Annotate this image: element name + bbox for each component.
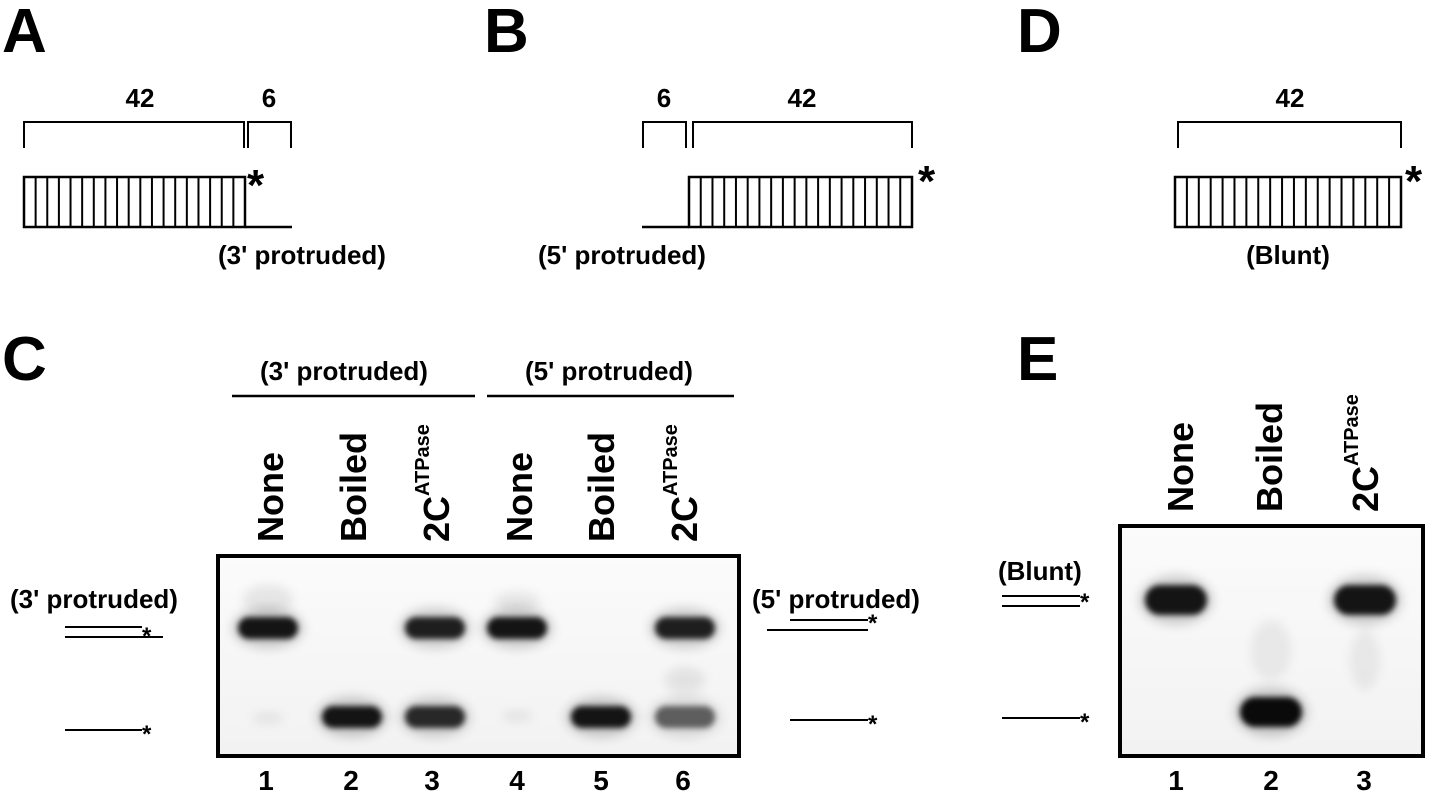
lane-number: 2 bbox=[343, 765, 359, 796]
right-marker-label: (5' protruded) bbox=[752, 584, 920, 614]
panel-e: E None Boiled 2CATPase 1 2 3 (Blunt) * * bbox=[998, 325, 1425, 796]
lane-number: 1 bbox=[258, 765, 274, 796]
gel-frame bbox=[1118, 524, 1425, 758]
label-star: * bbox=[918, 157, 936, 206]
gel-band bbox=[1145, 585, 1207, 615]
band-smear bbox=[253, 713, 283, 723]
duplex-dna-box bbox=[22, 175, 247, 229]
lane-label-boiled: Boiled bbox=[1249, 402, 1290, 512]
panel-d: D 42 * (Blunt) bbox=[1017, 0, 1423, 270]
lane-label-2c-atpase: 2CATPase bbox=[1341, 394, 1386, 512]
gel-band bbox=[655, 706, 715, 728]
gel-band bbox=[322, 706, 382, 728]
duplex-outline bbox=[1173, 175, 1403, 229]
gel-band bbox=[571, 706, 631, 728]
gel-band bbox=[405, 617, 465, 639]
lane-number: 4 bbox=[509, 765, 525, 796]
band-smear bbox=[243, 585, 293, 615]
lane-number: 5 bbox=[593, 765, 609, 796]
duplex-length-label: 42 bbox=[126, 83, 155, 113]
overhang-length-label: 6 bbox=[657, 83, 671, 113]
lane-number: 6 bbox=[675, 765, 691, 796]
duplex-dna-box bbox=[687, 175, 914, 229]
label-star: * bbox=[247, 161, 265, 210]
left-marker-label: (3' protruded) bbox=[10, 584, 178, 614]
gel-band bbox=[405, 706, 465, 728]
structure-label: (Blunt) bbox=[1246, 240, 1330, 270]
duplex-bracket bbox=[23, 121, 245, 148]
marker-star: * bbox=[1080, 709, 1090, 736]
duplex-length-label: 42 bbox=[1276, 83, 1305, 113]
lane-number: 3 bbox=[424, 765, 440, 796]
gel-bands bbox=[232, 585, 721, 738]
group-label-3prime: (3' protruded) bbox=[260, 356, 428, 386]
band-smear bbox=[1251, 620, 1291, 680]
structure-label: (3' protruded) bbox=[218, 240, 386, 270]
duplex-length-label: 42 bbox=[788, 83, 817, 113]
structure-label: (5' protruded) bbox=[538, 240, 706, 270]
panel-c: C (3' protruded) (5' protruded) None Boi… bbox=[2, 325, 920, 796]
panel-letter-b: B bbox=[484, 0, 529, 66]
gel-band bbox=[487, 617, 547, 639]
duplex-bracket bbox=[692, 121, 913, 148]
group-label-5prime: (5' protruded) bbox=[525, 356, 693, 386]
overhang-bracket bbox=[247, 121, 292, 148]
duplex-dna-box bbox=[1173, 175, 1403, 229]
marker-star: * bbox=[142, 721, 152, 748]
lane-label-2c-atpase: 2CATPase bbox=[660, 424, 705, 542]
overhang-bracket bbox=[642, 121, 687, 148]
marker-label: (Blunt) bbox=[998, 556, 1082, 586]
gel-band bbox=[655, 617, 715, 639]
gel-band bbox=[238, 617, 298, 639]
band-smear bbox=[502, 711, 532, 721]
lane-label-boiled: Boiled bbox=[333, 432, 374, 542]
marker-star: * bbox=[868, 711, 878, 738]
lane-number: 3 bbox=[1356, 765, 1372, 796]
lane-label-none: None bbox=[499, 452, 540, 542]
panel-a: A 42 6 * (3' protruded) bbox=[2, 0, 386, 270]
overhang-length-label: 6 bbox=[262, 83, 276, 113]
label-star: * bbox=[1405, 157, 1423, 206]
lane-label-2c-atpase: 2CATPase bbox=[412, 424, 457, 542]
panel-letter-a: A bbox=[2, 0, 47, 66]
gel-bands bbox=[1139, 575, 1402, 737]
lane-number: 2 bbox=[1263, 765, 1279, 796]
lane-number: 1 bbox=[1168, 765, 1184, 796]
duplex-outline bbox=[687, 175, 914, 229]
lane-label-none: None bbox=[1160, 422, 1201, 512]
panel-b: B 6 42 * (5' protruded) bbox=[484, 0, 936, 270]
lane-label-none: None bbox=[250, 452, 291, 542]
panel-letter-d: D bbox=[1017, 0, 1062, 66]
panel-letter-c: C bbox=[2, 325, 47, 394]
gel-band bbox=[1240, 697, 1302, 727]
marker-star: * bbox=[142, 623, 152, 650]
marker-star: * bbox=[868, 610, 878, 637]
band-smear bbox=[494, 592, 540, 612]
band-smear bbox=[665, 667, 705, 693]
panel-letter-e: E bbox=[1017, 325, 1058, 394]
duplex-outline bbox=[22, 175, 247, 229]
marker-star: * bbox=[1080, 589, 1090, 616]
lane-label-boiled: Boiled bbox=[581, 432, 622, 542]
gel-frame bbox=[216, 554, 741, 758]
band-smear bbox=[1350, 630, 1380, 690]
gel-band bbox=[1334, 585, 1396, 615]
duplex-bracket bbox=[1177, 121, 1402, 148]
